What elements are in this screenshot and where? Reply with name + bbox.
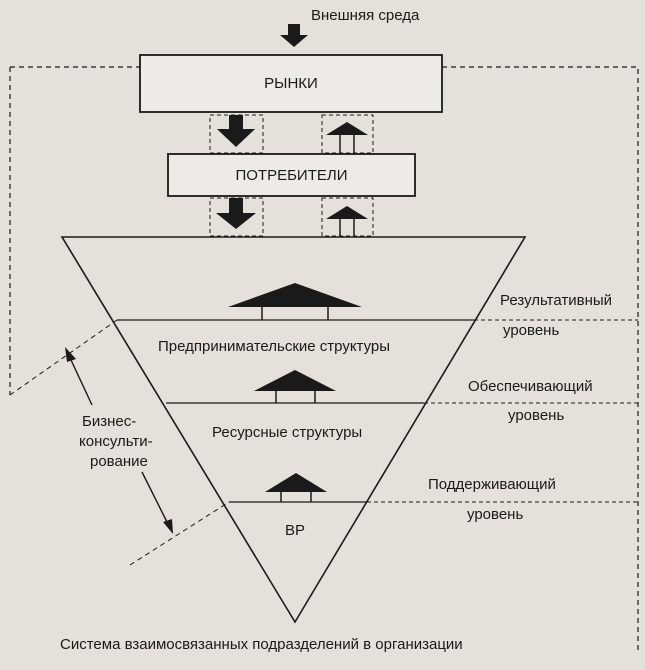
connector-box-down-2 [209, 197, 264, 237]
markets-label: РЫНКИ [264, 75, 318, 92]
consulting-boundary-top [9, 319, 118, 396]
arrow-down-consumers-structures [216, 198, 256, 229]
organization-triangle [60, 236, 527, 624]
arrow-up-result-stem [261, 307, 329, 320]
support-level-label-line1: Обеспечивающий [468, 378, 593, 395]
business-consulting-label-line3: рование [90, 453, 148, 470]
support-level-label-line2: уровень [508, 407, 565, 424]
arrow-up-structures-consumers [326, 206, 368, 219]
arrow-up-support-stem [275, 391, 316, 403]
consumers-box [167, 153, 416, 197]
consulting-arrow-shaft-top [70, 359, 93, 406]
markets-box [139, 54, 443, 113]
consumers-label: ПОТРЕБИТЕЛИ [235, 167, 348, 184]
arrow-down-markets-consumers [217, 115, 255, 147]
arrow-up-result-level [228, 283, 362, 307]
maintain-level-label-line2: уровень [467, 506, 524, 523]
arrow-up-stem-1 [339, 135, 355, 153]
arrow-up-maintain-stem [280, 492, 312, 502]
maintain-level-label-line1: Поддерживающий [428, 476, 556, 493]
diagram-caption: Система взаимосвязанных подразделений в … [60, 636, 463, 653]
resource-structures-label: Ресурсные структуры [212, 424, 363, 441]
consulting-arrow-shaft-bottom [141, 471, 168, 523]
connector-box-down-1 [209, 114, 264, 154]
consulting-arrowhead-top [65, 347, 76, 362]
consulting-boundary-bottom [129, 501, 230, 566]
external-environment-arrow [280, 24, 308, 47]
arrow-up-support-level [254, 370, 336, 391]
business-consulting-label-line2: консульти- [79, 433, 153, 450]
consulting-arrowhead-bottom [163, 519, 173, 534]
connector-box-up-2 [321, 197, 374, 237]
result-level-label-line1: Результативный [500, 292, 613, 309]
arrow-up-consumers-markets [326, 122, 368, 135]
arrow-up-stem-2 [339, 219, 355, 236]
external-environment-label: Внешняя среда [311, 7, 420, 24]
connector-box-up-1 [321, 114, 374, 154]
business-consulting-label-line1: Бизнес- [82, 413, 137, 430]
result-level-label-line2: уровень [503, 322, 560, 339]
entrepreneurial-structures-label: Предпринимательские структуры [158, 338, 391, 355]
arrow-up-maintain-level [265, 473, 327, 492]
bp-label: ВР [285, 522, 306, 539]
